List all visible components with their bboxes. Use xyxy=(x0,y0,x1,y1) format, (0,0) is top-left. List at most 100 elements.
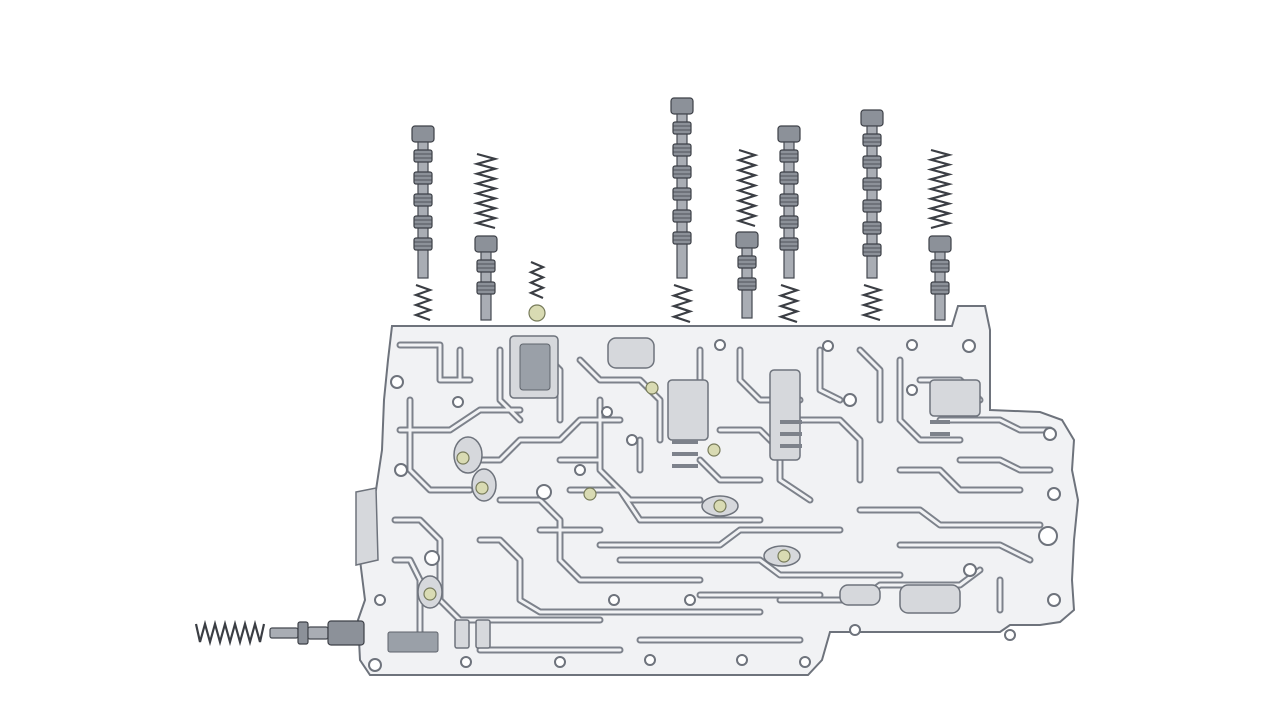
check-ball xyxy=(456,451,470,465)
spool-cap xyxy=(411,125,435,143)
bolt-hole xyxy=(390,375,404,389)
side-spring xyxy=(194,619,266,647)
valve-components xyxy=(411,97,954,324)
spool-land xyxy=(779,171,799,185)
spool-land xyxy=(672,231,692,245)
spool-cap xyxy=(474,235,498,253)
spool-stem xyxy=(783,141,795,279)
bolt-hole xyxy=(962,339,976,353)
valve-spool-5 xyxy=(777,125,801,279)
spool-land xyxy=(862,177,882,191)
bolt-hole xyxy=(608,594,620,606)
spool-land xyxy=(862,133,882,147)
spool-land xyxy=(413,149,433,163)
bolt-hole xyxy=(822,340,834,352)
spool-cap xyxy=(670,97,694,115)
bolt-hole xyxy=(1004,629,1016,641)
bolt-hole xyxy=(394,463,408,477)
bolt-hole xyxy=(574,464,586,476)
spool-land xyxy=(779,237,799,251)
spool-land xyxy=(672,187,692,201)
fluid-channels xyxy=(391,341,1054,654)
spool-land xyxy=(779,215,799,229)
spool-land xyxy=(672,165,692,179)
bolt-hole xyxy=(452,396,464,408)
side-spool-body xyxy=(307,626,329,640)
spool-land xyxy=(476,259,496,273)
spool-land xyxy=(930,259,950,273)
valve-spring-6 xyxy=(860,283,884,322)
bolt-hole xyxy=(644,654,656,666)
valve-spring-5 xyxy=(777,283,801,324)
valve-spring-1 xyxy=(412,283,434,322)
check-ball xyxy=(777,549,791,563)
bolt-hole xyxy=(626,434,638,446)
spool-land xyxy=(930,281,950,295)
bolt-hole xyxy=(460,656,472,668)
valve-spring-7 xyxy=(926,148,954,230)
spool-land xyxy=(737,277,757,291)
spool-land xyxy=(779,193,799,207)
spool-land xyxy=(672,121,692,135)
bolt-hole xyxy=(963,563,977,577)
bolt-hole xyxy=(536,484,552,500)
bolt-hole xyxy=(1043,427,1057,441)
spool-land xyxy=(862,199,882,213)
valve-spool-4 xyxy=(735,231,759,319)
spool-land xyxy=(672,209,692,223)
bolt-hole xyxy=(906,339,918,351)
check-ball xyxy=(645,381,659,395)
valve-spring-4 xyxy=(735,148,759,228)
spool-land xyxy=(413,171,433,185)
check-ball-loose xyxy=(528,304,546,322)
spool-land xyxy=(413,237,433,251)
spool-land xyxy=(779,149,799,163)
bolt-hole xyxy=(601,406,613,418)
check-ball xyxy=(713,499,727,513)
ball-spring xyxy=(528,260,546,300)
bolt-hole xyxy=(1047,593,1061,607)
bolt-hole xyxy=(1047,487,1061,501)
side-spool-head xyxy=(327,620,365,646)
side-spool-land xyxy=(297,621,309,645)
bolt-hole xyxy=(799,656,811,668)
side-valve-assembly xyxy=(194,619,365,647)
bolt-hole xyxy=(554,656,566,668)
check-ball xyxy=(475,481,489,495)
check-balls xyxy=(417,304,801,609)
valve-bores xyxy=(387,335,981,653)
check-ball xyxy=(707,443,721,457)
valve-spool-3 xyxy=(670,97,694,279)
valve-spring-2 xyxy=(472,152,500,230)
bolt-hole xyxy=(368,658,382,672)
bolt-hole xyxy=(736,654,748,666)
bolt-hole xyxy=(906,384,918,396)
valve-spring-3 xyxy=(670,283,694,324)
valve-spool-1 xyxy=(411,125,435,279)
side-spool-stem xyxy=(269,627,299,639)
spool-land xyxy=(862,221,882,235)
bolt-hole xyxy=(424,550,440,566)
spool-cap xyxy=(735,231,759,249)
bolt-hole xyxy=(849,624,861,636)
valve-spool-6 xyxy=(860,109,884,279)
valve-spool-2 xyxy=(474,235,498,321)
bolt-hole xyxy=(843,393,857,407)
bolt-hole xyxy=(1038,526,1058,546)
check-ball xyxy=(583,487,597,501)
spool-land xyxy=(862,243,882,257)
spool-land xyxy=(476,281,496,295)
spool-cap xyxy=(860,109,884,127)
spool-land xyxy=(737,255,757,269)
check-ball xyxy=(423,587,437,601)
spool-land xyxy=(862,155,882,169)
spool-cap xyxy=(928,235,952,253)
bolt-holes xyxy=(368,339,1061,672)
spool-land xyxy=(672,143,692,157)
bolt-hole xyxy=(374,594,386,606)
bolt-hole xyxy=(684,594,696,606)
bolt-hole xyxy=(714,339,726,351)
spool-cap xyxy=(777,125,801,143)
